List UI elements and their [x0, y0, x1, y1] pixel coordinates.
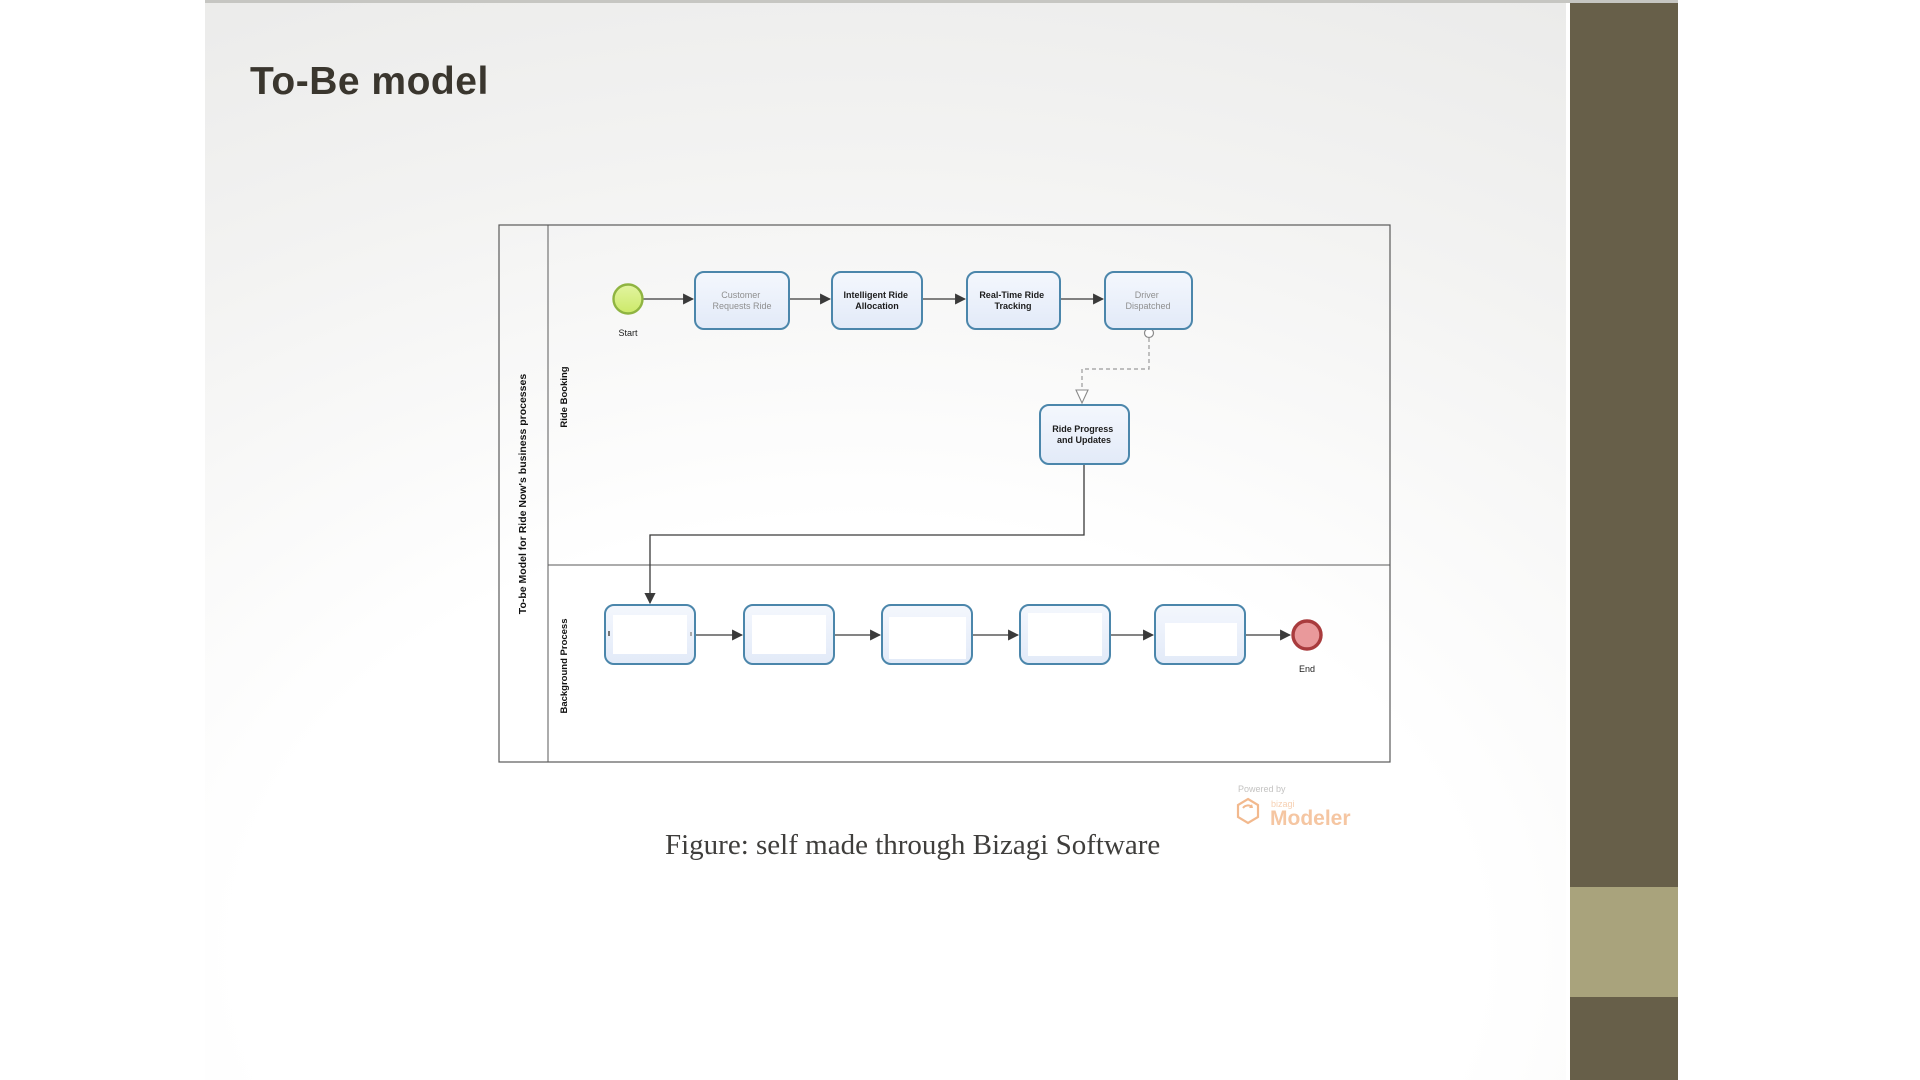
svg-text:Intelligent Ride All: Intelligent Ride Allocation — [843, 290, 910, 311]
end-event: End — [1291, 619, 1323, 674]
blank-text-area — [1028, 613, 1102, 656]
start-event-circle — [612, 283, 644, 315]
task-blank — [1154, 604, 1246, 665]
svg-text:Ride Progress and Up: Ride Progress and Updates — [1052, 424, 1116, 445]
task-ride-progress-and-updates: Ride Progress and Updates — [1039, 404, 1130, 465]
slide: To-Be model To-b — [205, 3, 1566, 1080]
figure-caption: Figure: self made through Bizagi Softwar… — [665, 829, 1161, 861]
svg-text:Customer Requests Ri: Customer Requests Ride — [712, 290, 771, 311]
message-flow-open-arrow-icon — [1075, 389, 1089, 405]
end-event-circle — [1291, 619, 1323, 651]
text-artifact — [608, 631, 610, 636]
sidebar-accent-bar — [1570, 3, 1678, 1080]
blank-text-area — [752, 615, 826, 654]
start-event-label: Start — [618, 328, 638, 338]
lane-label-background-process: Background Process — [559, 618, 570, 713]
lane-label-ride-booking: Ride Booking — [559, 366, 570, 427]
task-driver-dispatched: Driver Dispatched — [1104, 271, 1193, 330]
message-flow-line — [1081, 338, 1150, 388]
pool-label: To-be Model for Ride Now's business proc… — [517, 374, 529, 615]
end-event-label: End — [1299, 664, 1315, 674]
text-artifact — [690, 632, 692, 636]
task-blank — [604, 604, 696, 665]
task-customer-requests-ride: Customer Requests Ride — [694, 271, 790, 330]
slide-title: To-Be model — [250, 60, 489, 103]
message-flow — [1075, 327, 1155, 405]
start-event: Start — [612, 283, 644, 338]
svg-text:Driver Dispatched: Driver Dispatched — [1125, 290, 1170, 311]
svg-text:Real-Time Ride Track: Real-Time Ride Tracking — [979, 290, 1046, 311]
bizagi-brand-text: bizagi — [1271, 799, 1295, 809]
blank-text-area — [1165, 623, 1237, 656]
blank-text-area — [613, 615, 687, 654]
modeler-text: Modeler — [1270, 807, 1351, 830]
bizagi-hexagon-icon — [1236, 797, 1260, 825]
sidebar-accent-block — [1570, 887, 1678, 997]
sequence-flows — [643, 293, 1292, 641]
bpmn-diagram: To-be Model for Ride Now's business proc… — [498, 224, 1391, 763]
slide-top-edge — [205, 0, 1678, 3]
powered-by-text: Powered by — [1238, 784, 1286, 794]
bizagi-modeler-logo: Powered by bizagi Modeler — [1231, 781, 1371, 837]
task-blank — [1019, 604, 1111, 665]
background-lane-tasks — [604, 604, 1246, 665]
pool-border — [498, 224, 1391, 763]
task-real-time-ride-tracking: Real-Time Ride Tracking — [966, 271, 1061, 330]
task-blank — [743, 604, 835, 665]
task-blank — [881, 604, 973, 665]
pool: To-be Model for Ride Now's business proc… — [498, 224, 1391, 763]
blank-text-area — [889, 617, 966, 659]
task-intelligent-ride-allocation: Intelligent Ride Allocation — [831, 271, 923, 330]
sequence-flow — [644, 464, 1085, 605]
